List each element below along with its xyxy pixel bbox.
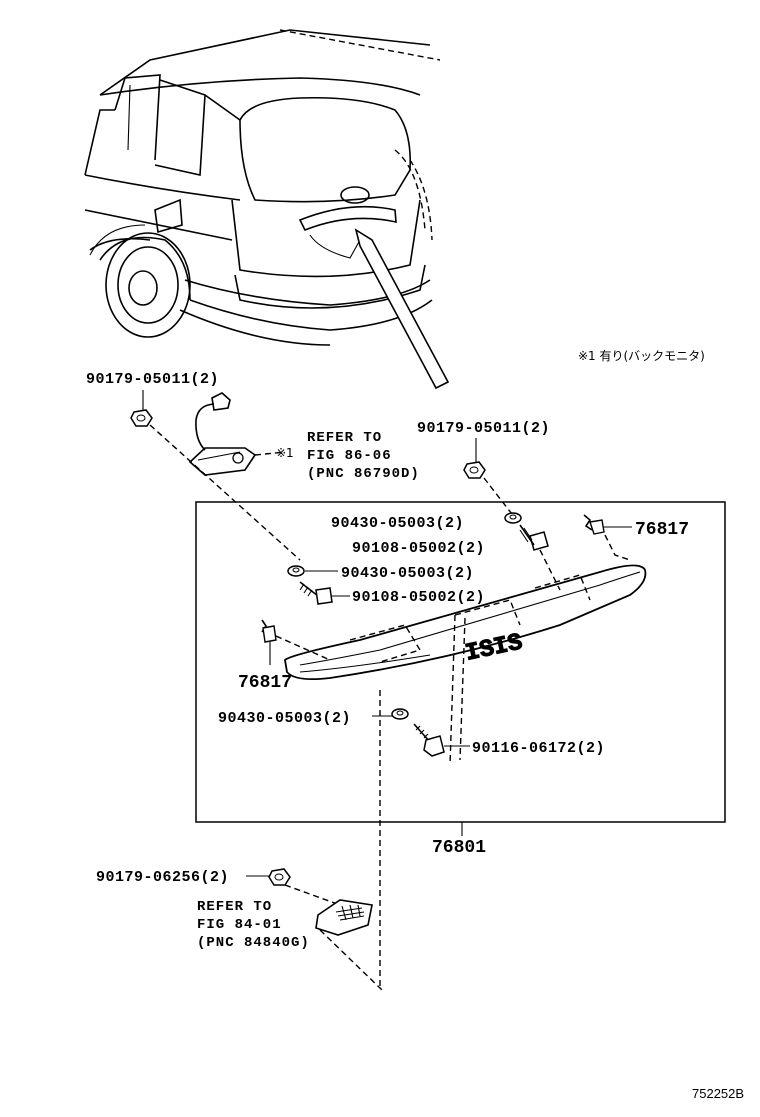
figure-number: 752252B bbox=[692, 1086, 744, 1101]
part-label-90430-05003-c: 90430-05003(2) bbox=[218, 710, 351, 727]
part-label-76817-left: 76817 bbox=[238, 673, 292, 693]
part-label-90116-06172: 90116-06172(2) bbox=[472, 740, 605, 757]
camera-marker: ※1 bbox=[276, 446, 294, 460]
nut-icon bbox=[268, 868, 291, 886]
vehicle-rear-illustration bbox=[84, 29, 450, 390]
part-label-90108-05002-a: 90108-05002(2) bbox=[352, 540, 485, 557]
screw-icon bbox=[413, 723, 445, 757]
license-lamp-icon bbox=[315, 899, 373, 936]
part-label-76801: 76801 bbox=[432, 838, 486, 858]
assembly-76801-box bbox=[195, 501, 726, 823]
washer-icon bbox=[391, 708, 409, 720]
part-label-90179-05011-right: 90179-05011(2) bbox=[417, 420, 550, 437]
refer-to-label-2: REFER TO bbox=[197, 899, 272, 915]
part-label-90430-05003-b: 90430-05003(2) bbox=[341, 565, 474, 582]
backup-camera-icon bbox=[188, 392, 257, 476]
part-label-90179-05011-left: 90179-05011(2) bbox=[86, 371, 219, 388]
refer-fig-label-2[interactable]: FIG 84-01 bbox=[197, 917, 282, 933]
refer-pnc-label-1: (PNC 86790D) bbox=[307, 466, 420, 482]
part-label-90108-05002-b: 90108-05002(2) bbox=[352, 589, 485, 606]
clip-icon bbox=[583, 514, 605, 535]
refer-pnc-label-2: (PNC 84840G) bbox=[197, 935, 310, 951]
clip-icon bbox=[261, 619, 277, 643]
nut-icon bbox=[463, 461, 486, 479]
backup-monitor-note: ※1 有り(バックモニタ) bbox=[578, 349, 705, 363]
nut-icon bbox=[130, 409, 153, 427]
washer-icon bbox=[504, 512, 522, 524]
stud-bolt-icon bbox=[299, 581, 333, 605]
stud-bolt-icon bbox=[519, 524, 549, 551]
part-label-90179-06256: 90179-06256(2) bbox=[96, 869, 229, 886]
refer-to-label-1: REFER TO bbox=[307, 430, 382, 446]
part-label-90430-05003-a: 90430-05003(2) bbox=[331, 515, 464, 532]
refer-fig-label-1[interactable]: FIG 86-06 bbox=[307, 448, 392, 464]
part-label-76817-right: 76817 bbox=[635, 520, 689, 540]
washer-icon bbox=[287, 565, 305, 577]
